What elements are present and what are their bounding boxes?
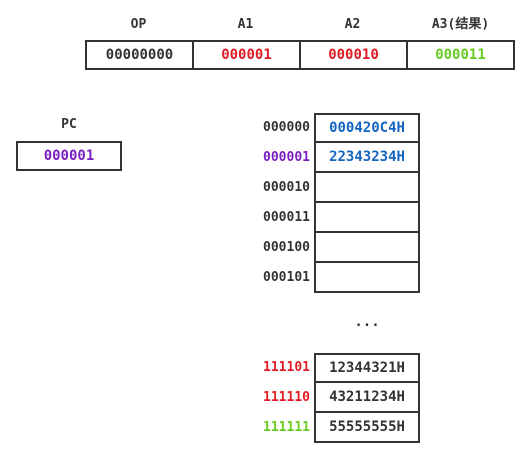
op-header: OP: [130, 17, 147, 32]
memory-cell: [314, 263, 420, 293]
a1-field: 000001: [192, 42, 299, 68]
op-field: 00000000: [105, 47, 174, 63]
memory-cell: 55555555H: [314, 413, 420, 443]
memory-address: 000011: [263, 210, 310, 225]
memory-cell: [314, 203, 420, 233]
pc-label: PC: [61, 117, 77, 132]
memory-address: 000101: [263, 270, 310, 285]
a1-header: A1: [237, 17, 254, 32]
memory-cell: 43211234H: [314, 383, 420, 413]
a3-result-header: A3(结果): [431, 17, 490, 32]
pc-register: 000001: [16, 141, 122, 171]
memory-cell: 000420C4H: [314, 113, 420, 143]
memory-ellipsis: ...: [354, 314, 380, 330]
memory-address: 111110: [263, 390, 310, 405]
memory-address: 111111: [263, 420, 310, 435]
memory-cell: 22343234H: [314, 143, 420, 173]
memory-cell: [314, 173, 420, 203]
memory-address: 000000: [263, 120, 310, 135]
memory-cell: [314, 233, 420, 263]
a2-header: A2: [344, 17, 361, 32]
a2-field: 000010: [299, 42, 406, 68]
memory-address: 000001: [263, 150, 310, 165]
a3-field: 000011: [406, 42, 513, 68]
memory-cell: 12344321H: [314, 353, 420, 383]
instruction-register: 00000000 000001 000010 000011: [85, 40, 515, 70]
memory-address: 000100: [263, 240, 310, 255]
memory-address: 000010: [263, 180, 310, 195]
memory-address: 111101: [263, 360, 310, 375]
